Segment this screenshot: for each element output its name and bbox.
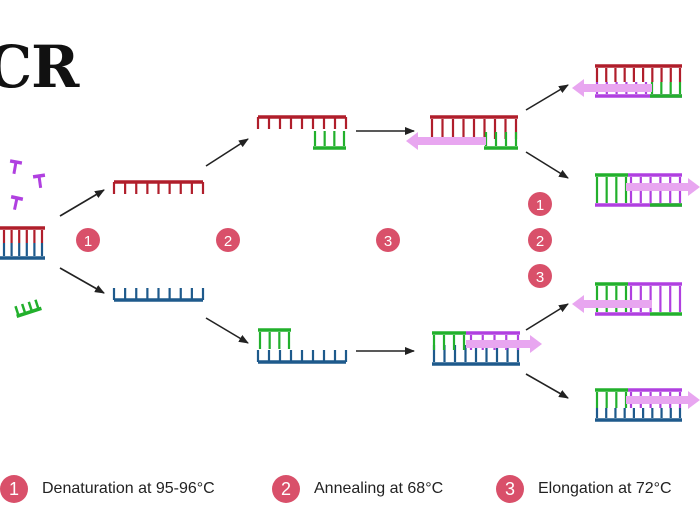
new-strand-head [572, 79, 584, 97]
new-strand-arrow [572, 79, 652, 97]
primer-tooth [27, 301, 34, 312]
arrow-icon [525, 151, 569, 179]
primer-stem [12, 161, 18, 175]
step-badge-3: 3 [376, 228, 400, 252]
repeat-badge-3: 3 [528, 264, 552, 288]
new-strand-head [530, 335, 542, 353]
red-single-strand [112, 180, 205, 194]
svg-text:1: 1 [84, 233, 92, 250]
process-arrows [59, 84, 569, 399]
legend-badge-2: 2 [272, 475, 300, 503]
new-strand-arrow [466, 335, 542, 353]
arrow-icon [525, 84, 569, 111]
legend-item-elongation: 3 Elongation at 72°C [496, 474, 672, 504]
arrow-icon [205, 317, 249, 344]
arrow-icon [525, 303, 569, 331]
new-strand-arrow [572, 295, 652, 313]
step-badge-2: 2 [216, 228, 240, 252]
repeat-badge-2: 2 [528, 228, 552, 252]
new-strand-body [584, 300, 652, 308]
new-strand-body [418, 137, 486, 145]
legend-label-annealing: Annealing at 68°C [314, 480, 444, 497]
product-strand-4 [595, 388, 700, 422]
new-strand-body [626, 183, 688, 191]
new-strand-body [584, 84, 652, 92]
svg-text:2: 2 [224, 233, 232, 250]
primer-bar [9, 159, 23, 165]
new-strand-head [572, 295, 584, 313]
new-strand-body [626, 396, 688, 404]
legend-label-denaturation: Denaturation at 95-96°C [42, 480, 215, 497]
svg-text:2: 2 [536, 233, 544, 250]
svg-text:1: 1 [536, 197, 544, 214]
arrow-icon [205, 138, 249, 167]
denatured-single-strands [112, 180, 205, 302]
svg-text:3: 3 [536, 269, 544, 286]
product-strand-1 [572, 64, 682, 98]
primer-icon [10, 195, 24, 211]
primer-bar [32, 173, 46, 179]
free-primers [9, 159, 46, 318]
legend-item-denaturation: 1 Denaturation at 95-96°C [0, 474, 215, 504]
legend-item-annealing: 2 Annealing at 68°C [272, 474, 443, 504]
annealed-strands [256, 115, 348, 364]
primer-bar [10, 195, 24, 201]
legend-badge-1: 1 [0, 475, 28, 503]
page-title: CR [0, 33, 79, 101]
legend-badge-3: 3 [496, 475, 524, 503]
legend-label-elongation: Elongation at 72°C [538, 480, 672, 497]
primer-stem [13, 197, 19, 211]
arrow-icon [525, 373, 569, 399]
primer-tooth [20, 303, 27, 314]
primer-stem [37, 175, 43, 189]
template-dna-double-strand [0, 226, 45, 260]
new-strand-body [466, 340, 530, 348]
blue-strand [256, 350, 348, 364]
primer-icon [14, 299, 42, 318]
arrow-icon [59, 267, 105, 294]
elongated-strands [406, 115, 542, 366]
primer-tooth [14, 305, 20, 317]
new-strand-head [688, 391, 700, 409]
primer-bar [16, 306, 42, 318]
primer-icon [9, 159, 23, 175]
red-strand [256, 115, 348, 129]
step-badge-1: 1 [76, 228, 100, 252]
new-strand-head [688, 178, 700, 196]
product-strand-2 [595, 173, 700, 207]
blue-single-strand [112, 288, 205, 302]
arrow-icon [59, 189, 105, 217]
product-strand-3 [572, 282, 682, 316]
new-strand-arrow [626, 178, 700, 196]
product-strands [572, 64, 700, 422]
new-strand-arrow [406, 132, 486, 150]
svg-text:3: 3 [384, 233, 392, 250]
new-strand-arrow [626, 391, 700, 409]
primer-tooth [34, 299, 40, 310]
repeat-badge-1: 1 [528, 192, 552, 216]
primer-icon [32, 173, 46, 189]
new-strand-head [406, 132, 418, 150]
